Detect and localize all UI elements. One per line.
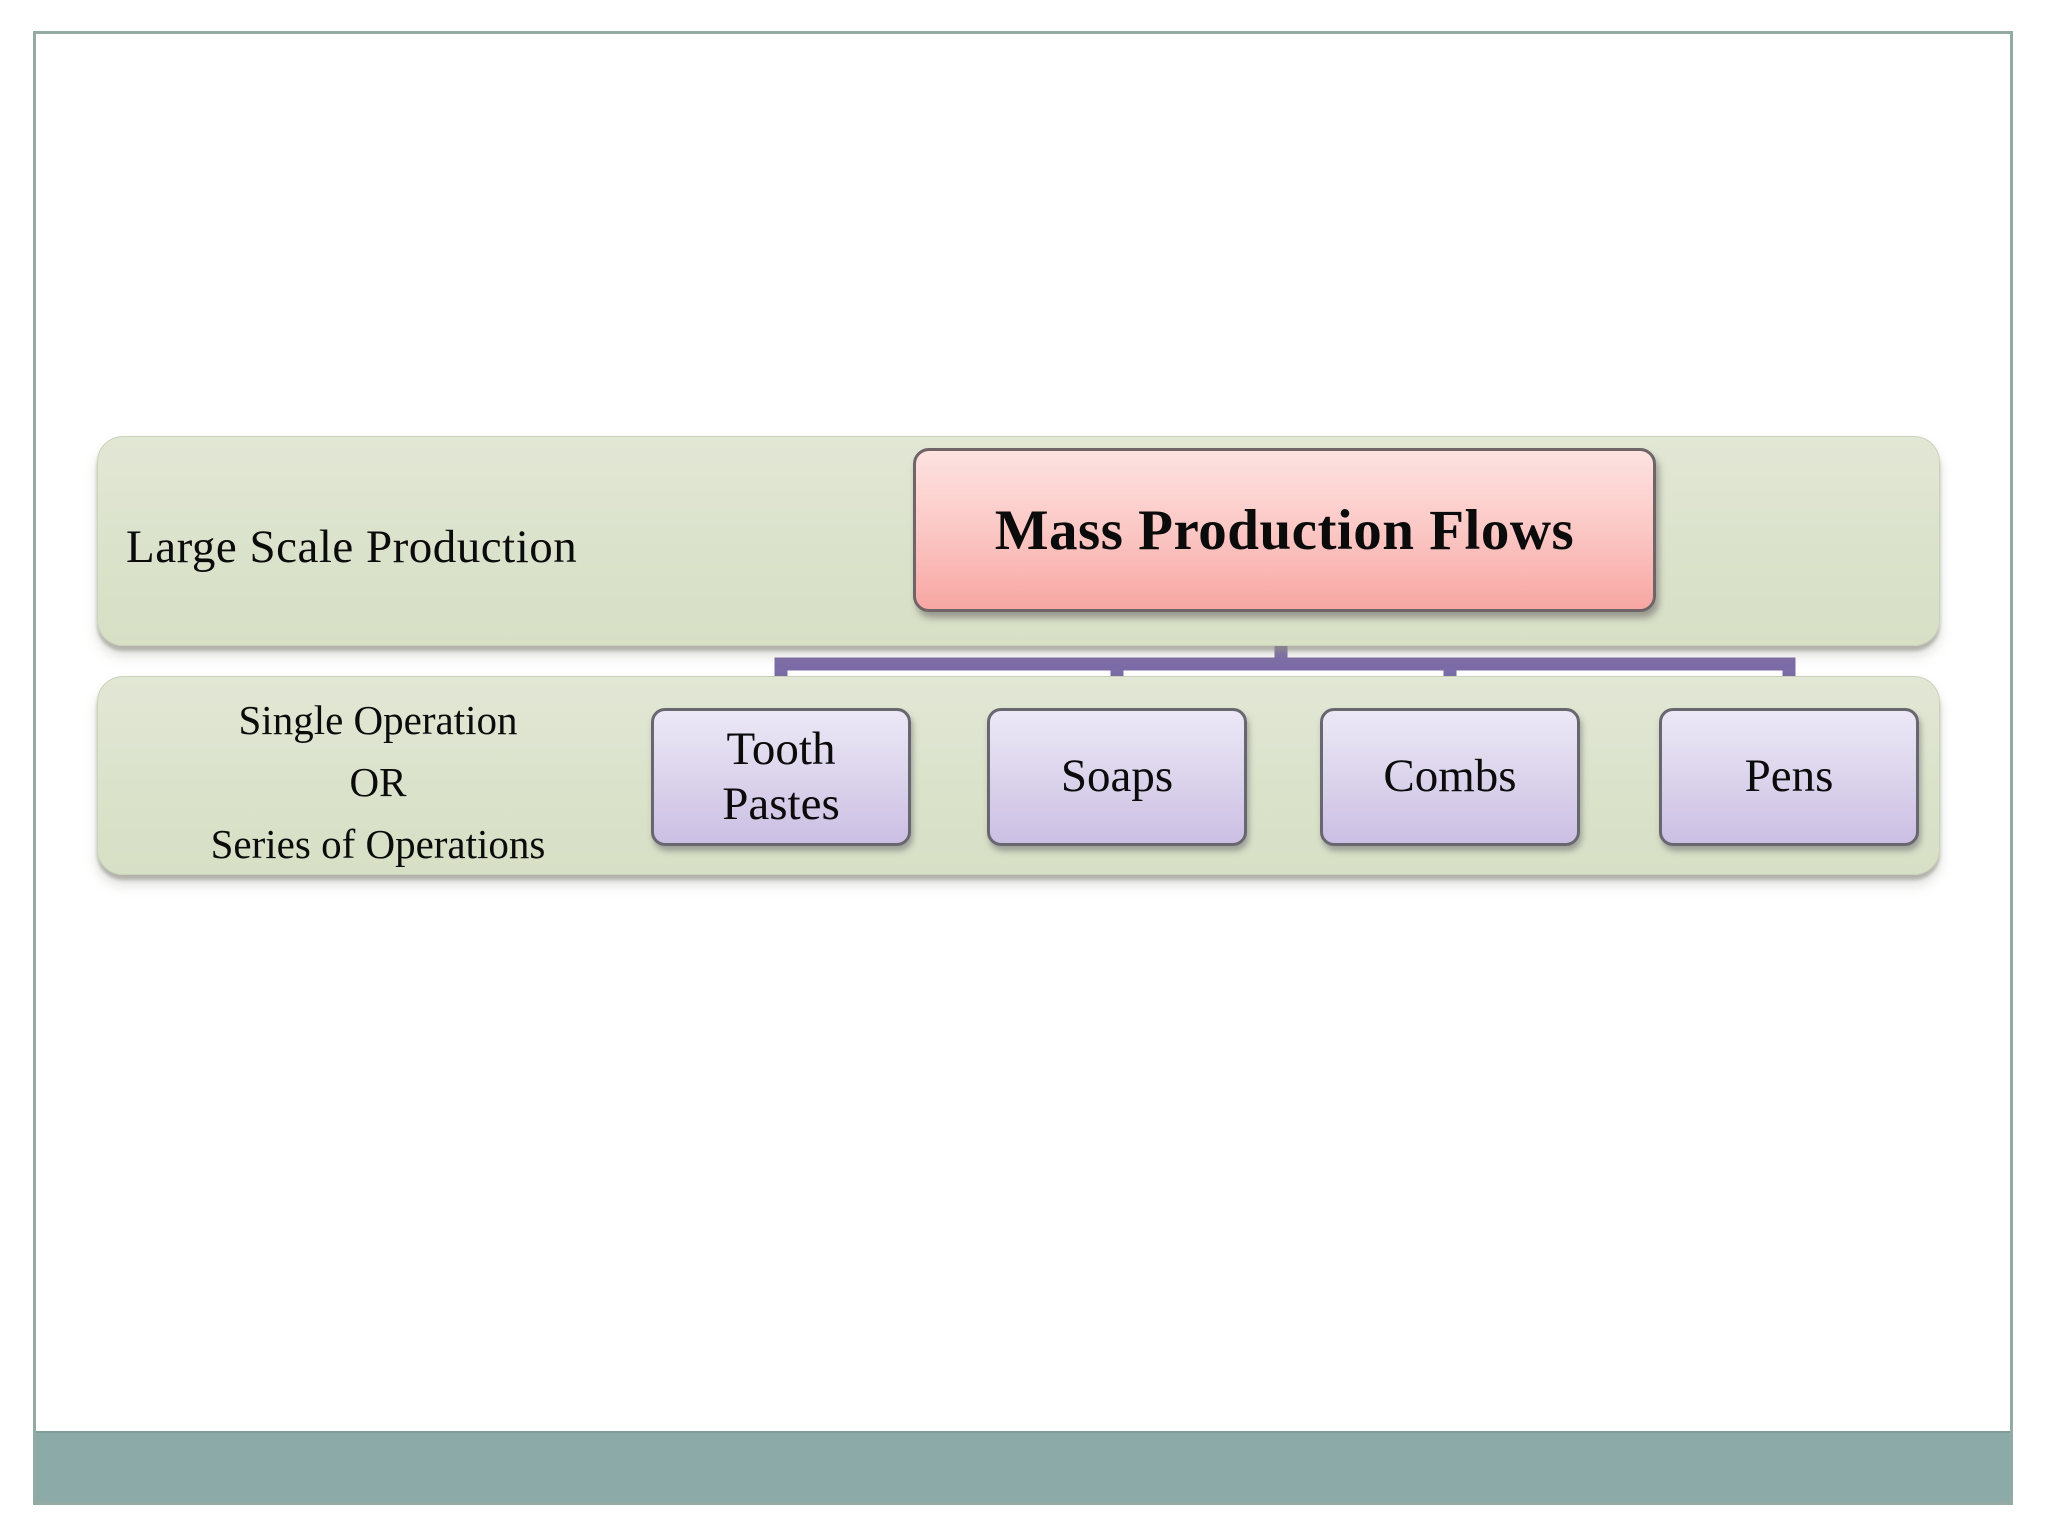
footer-accent-bar	[36, 1431, 2010, 1502]
band2-label: Single Operation OR Series of Operations	[128, 689, 628, 875]
mass-production-flows-box: Mass Production Flows	[913, 448, 1656, 612]
band2-label-line3: Series of Operations	[210, 821, 546, 867]
tooth-pastes-box: Tooth Pastes	[651, 708, 911, 846]
combs-box: Combs	[1320, 708, 1580, 846]
band2-label-line1: Single Operation	[238, 697, 518, 743]
child-box-label: Soaps	[1060, 750, 1174, 803]
band1-label: Large Scale Production	[126, 521, 578, 573]
band2-label-line2: OR	[349, 759, 407, 805]
soaps-box: Soaps	[987, 708, 1247, 846]
pens-box: Pens	[1659, 708, 1919, 846]
root-box-label: Mass Production Flows	[994, 498, 1575, 562]
child-box-label: Combs	[1383, 750, 1517, 803]
child-box-label: Tooth Pastes	[722, 722, 840, 830]
child-box-label: Pens	[1744, 750, 1834, 803]
